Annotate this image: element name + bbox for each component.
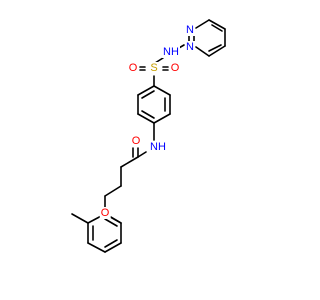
atom-label: N	[186, 24, 194, 36]
bond	[208, 44, 222, 52]
atom-label: O	[171, 62, 180, 74]
bond	[71, 213, 89, 224]
atom-label: N	[186, 41, 194, 53]
bond	[87, 242, 106, 253]
bond	[137, 113, 155, 124]
molecule-structure-diagram: NH N N S O O NH O O	[71, 19, 226, 253]
atom-label-backdrop	[185, 41, 196, 53]
bond	[208, 45, 226, 57]
atom-label-layer: NH N N S O O NH O O	[99, 24, 196, 219]
bond	[104, 218, 118, 227]
atom-label-backdrop	[99, 207, 111, 219]
atom-n-pyrimidine-a: N	[185, 24, 196, 36]
bond	[195, 19, 210, 29]
bond	[104, 239, 118, 248]
atom-s-sulfonyl: S	[149, 62, 159, 74]
bond	[211, 24, 223, 32]
atom-label-backdrop	[169, 62, 181, 74]
atom-label-backdrop	[162, 46, 180, 58]
atom-o-sulfonyl-right: O	[169, 62, 181, 74]
bond-layer	[71, 19, 226, 253]
bond	[208, 19, 226, 30]
atom-nh-amide: NH	[149, 141, 167, 153]
bond	[104, 242, 122, 253]
atom-label-backdrop	[185, 24, 196, 36]
bond	[137, 85, 155, 96]
atom-label: NH	[150, 141, 166, 153]
atom-o-sulfonyl-left: O	[127, 62, 139, 74]
atom-o-carbonyl: O	[130, 135, 142, 147]
bond	[141, 90, 155, 99]
atom-o-ether: O	[99, 207, 111, 219]
atom-label: O	[132, 135, 141, 147]
bond	[153, 113, 171, 124]
atom-label-backdrop	[127, 62, 139, 74]
bond	[104, 185, 122, 197]
atom-label-backdrop	[149, 62, 159, 74]
bond	[153, 85, 171, 96]
atom-label-backdrop	[130, 135, 142, 147]
bond	[137, 151, 147, 158]
atom-label-backdrop	[149, 141, 167, 153]
bond	[141, 110, 155, 119]
atom-label: NH	[163, 46, 179, 58]
atom-label: O	[129, 62, 138, 74]
atom-nh-sulfonamide: NH	[162, 46, 180, 58]
atom-label: S	[150, 62, 157, 74]
bond	[120, 156, 139, 168]
atom-n-pyrimidine-b: N	[185, 41, 196, 53]
bond	[195, 46, 210, 57]
atom-label: O	[101, 207, 110, 219]
